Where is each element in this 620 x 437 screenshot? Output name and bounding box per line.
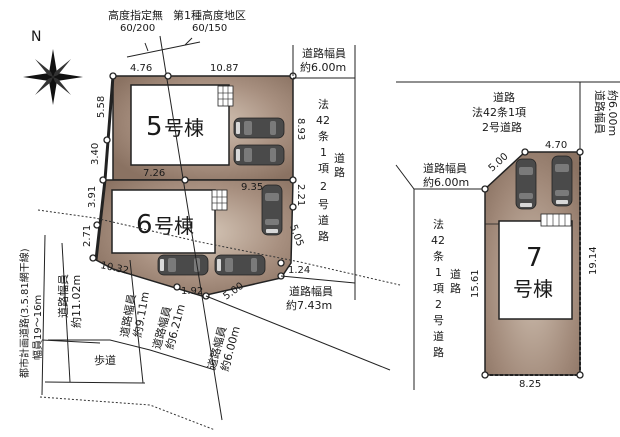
- zoning-boundary-line: [159, 35, 223, 421]
- house-5-number: 5: [146, 112, 163, 142]
- road-se-width-value: 約7.43m: [286, 298, 332, 312]
- svg-text:1: 1: [320, 146, 327, 159]
- road-north-label: 道路: [493, 90, 515, 104]
- dim-left-lower: 3.91: [87, 186, 98, 208]
- dim-left-mid: 3.40: [90, 143, 101, 165]
- svg-text:2: 2: [320, 180, 327, 193]
- svg-text:法: 法: [433, 217, 444, 231]
- svg-text:項: 項: [433, 282, 444, 295]
- dim-top: 4.70: [545, 140, 567, 151]
- svg-text:42: 42: [316, 114, 330, 127]
- city-planned-road-name: 都市計画道路(3.5.81網干線): [18, 248, 31, 378]
- road-north-type2: 2号道路: [482, 120, 522, 134]
- city-planned-road-width: 幅員19～16m: [31, 295, 44, 360]
- zoning-right-label: 第1種高度地区: [173, 8, 246, 22]
- svg-text:条: 条: [433, 249, 444, 263]
- house-6-number: 6: [136, 210, 153, 240]
- dim-top-left: 4.76: [130, 63, 152, 74]
- left-site-plan: 5 号棟 6 号棟 4.7: [18, 35, 401, 431]
- svg-text:42: 42: [431, 234, 445, 247]
- svg-text:道: 道: [334, 151, 345, 165]
- house-7: [498, 220, 573, 320]
- boundary-points: [89, 72, 297, 300]
- svg-text:項: 項: [318, 162, 329, 175]
- svg-text:号: 号: [318, 198, 329, 211]
- svg-text:路: 路: [318, 230, 329, 243]
- house-6: [111, 189, 216, 254]
- dim-left: 15.61: [470, 269, 481, 298]
- road-west-type: 法 42 条 1 項 2 号 道 路 道 路: [431, 217, 461, 359]
- car-icon: [233, 117, 285, 139]
- house-5-suffix: 号棟: [164, 116, 204, 140]
- zoning-left-label: 高度指定無: [108, 8, 163, 22]
- stair-icon: [540, 213, 572, 227]
- right-site-plan: 7 号棟 4.70 5.00 15.61 19.14 8.25 道路 法42条1…: [395, 81, 620, 390]
- car-icon: [233, 144, 285, 166]
- svg-text:道: 道: [433, 329, 444, 343]
- zoning-labels: 高度指定無 60/200 第1種高度地区 60/150: [108, 8, 246, 58]
- dim-divider: 7.26: [143, 168, 165, 179]
- road-width-11-value: 約11.02m: [69, 275, 83, 328]
- road-west-width-label: 道路幅員: [423, 161, 467, 175]
- car-icon: [157, 254, 209, 276]
- road-west-width-value: 約6.00m: [423, 175, 469, 189]
- car-icon: [261, 184, 283, 236]
- svg-text:路: 路: [433, 346, 444, 359]
- dim-bottom: 8.25: [519, 379, 541, 390]
- road-se-width-label: 道路幅員: [289, 284, 333, 298]
- car-icon: [214, 254, 266, 276]
- dim-left-bottom: 2.71: [82, 225, 93, 247]
- car-icon: [551, 155, 573, 207]
- svg-text:道: 道: [450, 267, 461, 281]
- svg-text:2: 2: [435, 298, 442, 311]
- zoning-boundary-arrow: [126, 41, 201, 58]
- zoning-right-ratio: 60/150: [192, 23, 227, 34]
- compass-icon: N: [23, 29, 83, 105]
- dim-bottom-right-short: 1.24: [288, 265, 310, 276]
- car-icon: [515, 158, 537, 210]
- dim-right: 19.14: [588, 246, 599, 275]
- stair-icon: [211, 189, 228, 211]
- road-east-width-label: 道路幅員: [593, 90, 607, 134]
- svg-text:1: 1: [435, 266, 442, 279]
- road-ne-width-label: 道路幅員: [302, 46, 346, 60]
- sidewalk-label: 歩道: [94, 353, 116, 367]
- zoning-left-ratio: 60/200: [120, 23, 155, 34]
- svg-text:路: 路: [450, 282, 461, 295]
- svg-text:道: 道: [318, 213, 329, 227]
- svg-text:条: 条: [318, 129, 329, 143]
- house-7-suffix: 号棟: [513, 277, 553, 301]
- dim-right-upper: 8.93: [295, 118, 306, 140]
- house-5: [130, 84, 230, 166]
- road-east-type: 法 42 条 1 項 2 号 道 路 道 路: [316, 97, 345, 243]
- house-6-suffix: 号棟: [154, 214, 194, 238]
- dim-left-upper: 5.58: [96, 96, 107, 118]
- house-7-number: 7: [526, 243, 543, 273]
- road-ne-width-value: 約6.00m: [300, 60, 346, 74]
- dim-top-right: 10.87: [210, 63, 239, 74]
- road-north-type: 法42条1項: [472, 105, 526, 119]
- dim-right-mid: 2.21: [295, 184, 306, 206]
- svg-text:号: 号: [433, 314, 444, 327]
- stair-icon: [217, 85, 234, 107]
- dim-right-divider: 9.35: [241, 182, 263, 193]
- compass-north-label: N: [31, 29, 41, 45]
- dim-bottom-mid: 1.92: [181, 286, 203, 297]
- road-width-11-label: 道路幅員: [56, 274, 70, 318]
- svg-text:路: 路: [334, 166, 345, 179]
- road-east-width-value: 約6.00m: [606, 90, 620, 136]
- svg-text:法: 法: [318, 97, 329, 111]
